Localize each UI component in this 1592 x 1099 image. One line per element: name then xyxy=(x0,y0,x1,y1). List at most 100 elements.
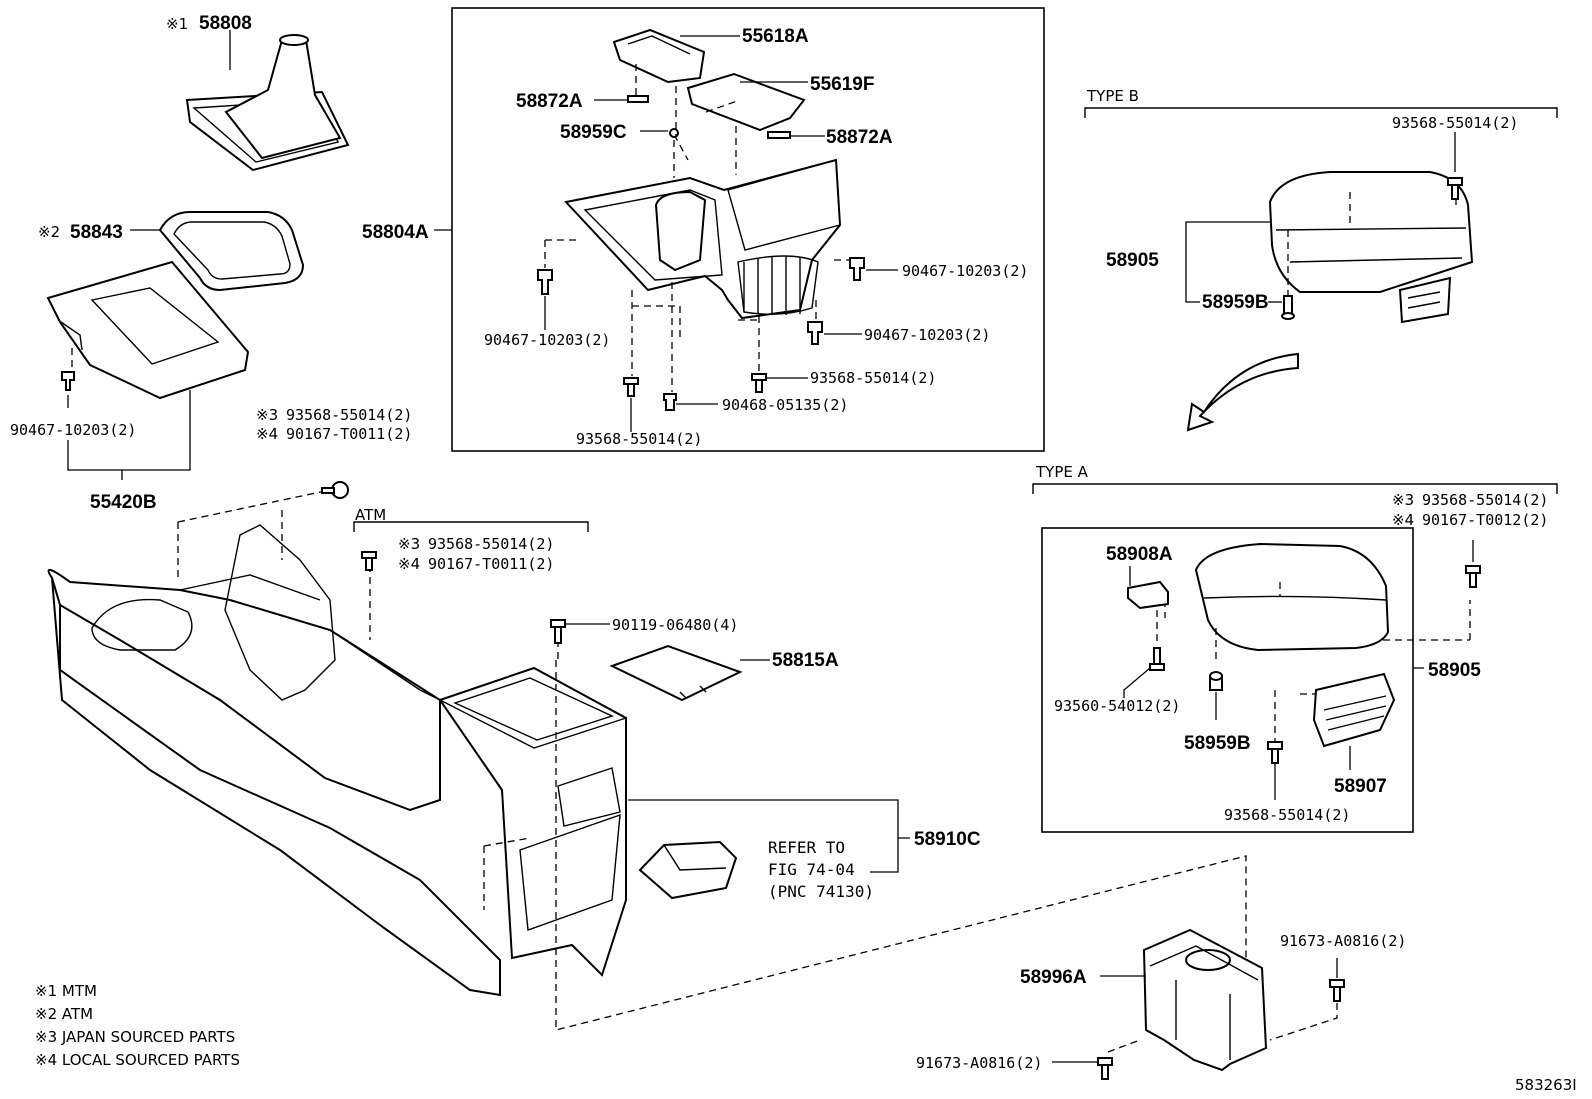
type-a-bracket xyxy=(1032,483,1558,494)
label-93568-type-a: 93568-55014(2) xyxy=(1422,491,1548,509)
pin-58959B-type-b[interactable] xyxy=(1281,295,1295,320)
legend-2: ※2 ATM xyxy=(35,1005,93,1023)
screw-93568-type-b[interactable] xyxy=(1447,177,1463,200)
screw-91673-right[interactable] xyxy=(1329,979,1345,1002)
screw-93568-mid-left[interactable] xyxy=(321,481,349,499)
note-mark-2: ※2 xyxy=(38,223,60,241)
screw-90119[interactable] xyxy=(550,619,566,644)
clip-90467-a[interactable] xyxy=(537,269,553,295)
label-58905-type-a: 58905 xyxy=(1428,660,1481,681)
refer-line-1: REFER TO xyxy=(768,838,845,857)
bracket-58908A[interactable] xyxy=(1127,580,1169,610)
screw-91673-left[interactable] xyxy=(1097,1057,1113,1080)
pad-58872A-1[interactable] xyxy=(627,95,649,103)
dash-type-a xyxy=(1164,582,1471,742)
leader-58910C xyxy=(628,799,910,873)
type-b-bracket xyxy=(1084,107,1558,118)
legend-3: ※3 JAPAN SOURCED PARTS xyxy=(35,1028,235,1046)
dash-58996A xyxy=(1107,1003,1338,1053)
label-58843: 58843 xyxy=(70,222,123,243)
cover-55619F[interactable] xyxy=(686,72,806,132)
label-58872A-2: 58872A xyxy=(826,127,893,148)
label-type-b: TYPE B xyxy=(1086,87,1139,105)
bracket-55420B xyxy=(67,390,191,480)
label-55618A: 55618A xyxy=(742,26,809,47)
shift-boot-58808[interactable] xyxy=(185,34,350,172)
screw-93568-type-a-inner[interactable] xyxy=(1267,741,1283,764)
label-91673-left: 91673-A0816(2) xyxy=(916,1054,1042,1072)
console-body-58910C[interactable] xyxy=(47,524,628,997)
ashtray-74130[interactable] xyxy=(638,840,738,900)
screw-93568-atm[interactable] xyxy=(361,551,377,571)
note-mark-1: ※1 xyxy=(166,15,188,33)
leader-upper-fasteners xyxy=(544,269,898,432)
refer-line-2: FIG 74-04 xyxy=(768,860,855,879)
dash-console-left xyxy=(177,489,331,580)
label-58907: 58907 xyxy=(1334,776,1387,797)
label-58959B-type-a: 58959B xyxy=(1184,733,1251,754)
shift-bezel-58843[interactable] xyxy=(158,211,305,292)
screw-93568-a[interactable] xyxy=(623,377,639,397)
dash-upper-lids xyxy=(635,64,741,178)
figure-id: 583263I xyxy=(1515,1076,1577,1094)
label-90167-mid: 90167-T0011(2) xyxy=(286,425,412,443)
clip-90467-c[interactable] xyxy=(807,321,823,345)
clip-90467-left[interactable] xyxy=(61,371,75,391)
label-58959B-type-b: 58959B xyxy=(1202,292,1269,313)
lid-58815A[interactable] xyxy=(609,644,743,702)
label-90167-type-a: 90167-T0012(2) xyxy=(1422,511,1548,529)
label-90167-atm: 90167-T0011(2) xyxy=(428,555,554,573)
note-mark-3-type-a: ※3 xyxy=(1392,491,1414,509)
pad-58872A-2[interactable] xyxy=(767,131,791,139)
label-type-a: TYPE A xyxy=(1035,463,1089,481)
label-atm: ATM xyxy=(355,506,386,524)
label-58905-type-b: 58905 xyxy=(1106,250,1159,271)
armrest-58905-type-a[interactable] xyxy=(1194,542,1390,652)
clip-90468[interactable] xyxy=(663,393,677,411)
label-93560: 93560-54012(2) xyxy=(1054,697,1180,715)
latch-58907[interactable] xyxy=(1312,672,1396,748)
screw-93560[interactable] xyxy=(1149,647,1165,671)
label-90119: 90119-06480(4) xyxy=(612,616,738,634)
label-55619F: 55619F xyxy=(810,74,874,95)
bracket-58996A[interactable] xyxy=(1142,928,1268,1072)
screw-93568-b[interactable] xyxy=(751,373,767,393)
label-90468: 90468-05135(2) xyxy=(722,396,848,414)
label-58872A-1: 58872A xyxy=(516,91,583,112)
note-mark-3-atm: ※3 xyxy=(398,535,420,553)
label-58959C: 58959C xyxy=(560,122,627,143)
clip-90467-b[interactable] xyxy=(849,257,865,281)
pin-58959B-type-a[interactable] xyxy=(1209,671,1223,691)
note-mark-4-mid: ※4 xyxy=(256,425,278,443)
refer-line-3: (PNC 74130) xyxy=(768,882,874,901)
label-93568-mid: 93568-55014(2) xyxy=(286,406,412,424)
label-90467-a: 90467-10203(2) xyxy=(484,331,610,349)
label-90467-b: 90467-10203(2) xyxy=(902,262,1028,280)
label-55420B: 55420B xyxy=(90,492,157,513)
label-91673-right: 91673-A0816(2) xyxy=(1280,932,1406,950)
cover-55618A[interactable] xyxy=(612,28,706,84)
label-93568-type-b: 93568-55014(2) xyxy=(1392,114,1518,132)
leader-58905-type-b xyxy=(1185,221,1270,303)
shift-panel-55420B[interactable] xyxy=(46,260,250,400)
legend-1: ※1 MTM xyxy=(35,982,97,1000)
dash-upper-fasteners xyxy=(544,239,850,392)
label-58808: 58808 xyxy=(199,13,252,34)
label-90467-left: 90467-10203(2) xyxy=(10,421,136,439)
type-a-frame xyxy=(1041,527,1414,833)
label-93568-a: 93568-55014(2) xyxy=(576,430,702,448)
arrow-type-b-to-a xyxy=(1186,352,1299,432)
pin-58959C[interactable] xyxy=(669,128,679,138)
note-mark-4-type-a: ※4 xyxy=(1392,511,1414,529)
armrest-58905-type-b[interactable] xyxy=(1268,171,1474,324)
upper-console-58804A[interactable] xyxy=(564,158,842,320)
leader-93560 xyxy=(1123,667,1151,698)
dash-console-rear xyxy=(483,660,1247,1040)
label-58908A: 58908A xyxy=(1106,544,1173,565)
atm-bracket xyxy=(353,521,589,532)
label-90467-c: 90467-10203(2) xyxy=(864,326,990,344)
label-93568-atm: 93568-55014(2) xyxy=(428,535,554,553)
screw-93568-type-a[interactable] xyxy=(1465,565,1481,588)
label-93568-type-a-inner: 93568-55014(2) xyxy=(1224,806,1350,824)
legend-4: ※4 LOCAL SOURCED PARTS xyxy=(35,1051,240,1069)
